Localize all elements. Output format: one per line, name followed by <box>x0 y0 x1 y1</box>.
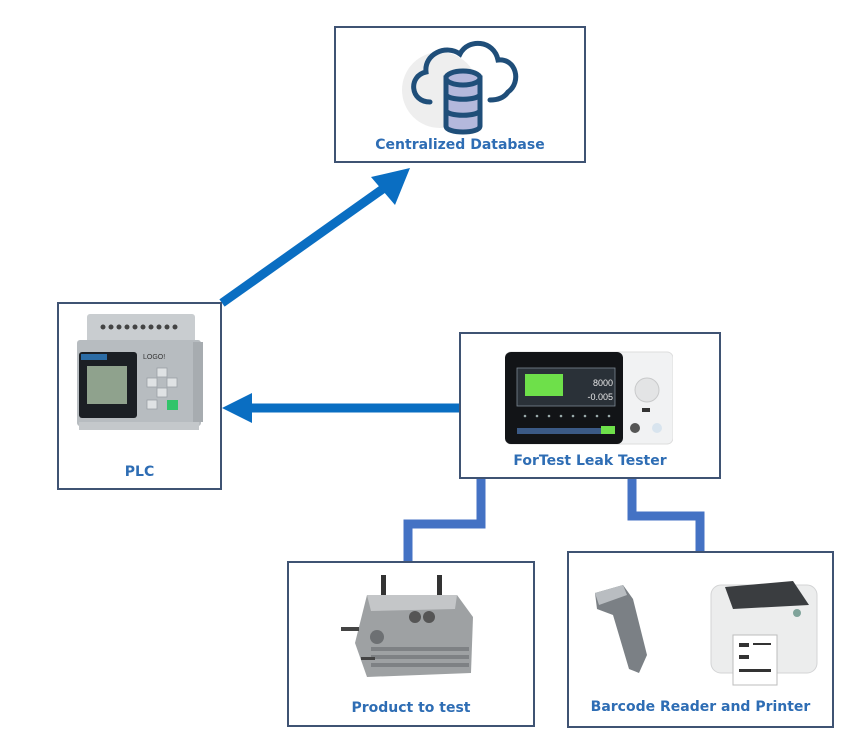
svg-text:LOGO!: LOGO! <box>143 354 165 361</box>
connector-leak-tester-to-product <box>403 479 486 561</box>
node-barcode-reader-and-printer[interactable]: Barcode Reader and Printer <box>567 551 834 728</box>
connector-leak-tester-to-barcode <box>627 479 705 551</box>
node-label: Barcode Reader and Printer <box>590 699 811 715</box>
node-centralized-database[interactable]: Centralized Database <box>334 26 586 163</box>
plc-device-image: LOGO! <box>77 314 203 430</box>
arrow-plc-to-database <box>219 168 410 307</box>
screen-value-pressure: 8000 <box>593 378 613 388</box>
node-label: ForTest Leak Tester <box>513 453 667 469</box>
node-fortest-leak-tester[interactable]: 8000 -0.005 ForTest Leak Tester <box>459 332 721 479</box>
node-product-to-test[interactable]: Product to test <box>287 561 535 727</box>
engine-cylinder-head-image <box>341 575 473 677</box>
node-label: Centralized Database <box>375 137 545 153</box>
barcode-scanner-and-printer-image <box>595 581 818 686</box>
cloud-database-icon <box>402 40 519 135</box>
arrow-leak-tester-to-plc <box>222 393 460 423</box>
node-plc[interactable]: LOGO! PLC <box>57 302 222 490</box>
node-label: Product to test <box>351 700 471 716</box>
node-label: PLC <box>124 464 155 480</box>
screen-value-leak: -0.005 <box>587 392 613 402</box>
leak-tester-device-image: 8000 -0.005 <box>505 351 673 445</box>
